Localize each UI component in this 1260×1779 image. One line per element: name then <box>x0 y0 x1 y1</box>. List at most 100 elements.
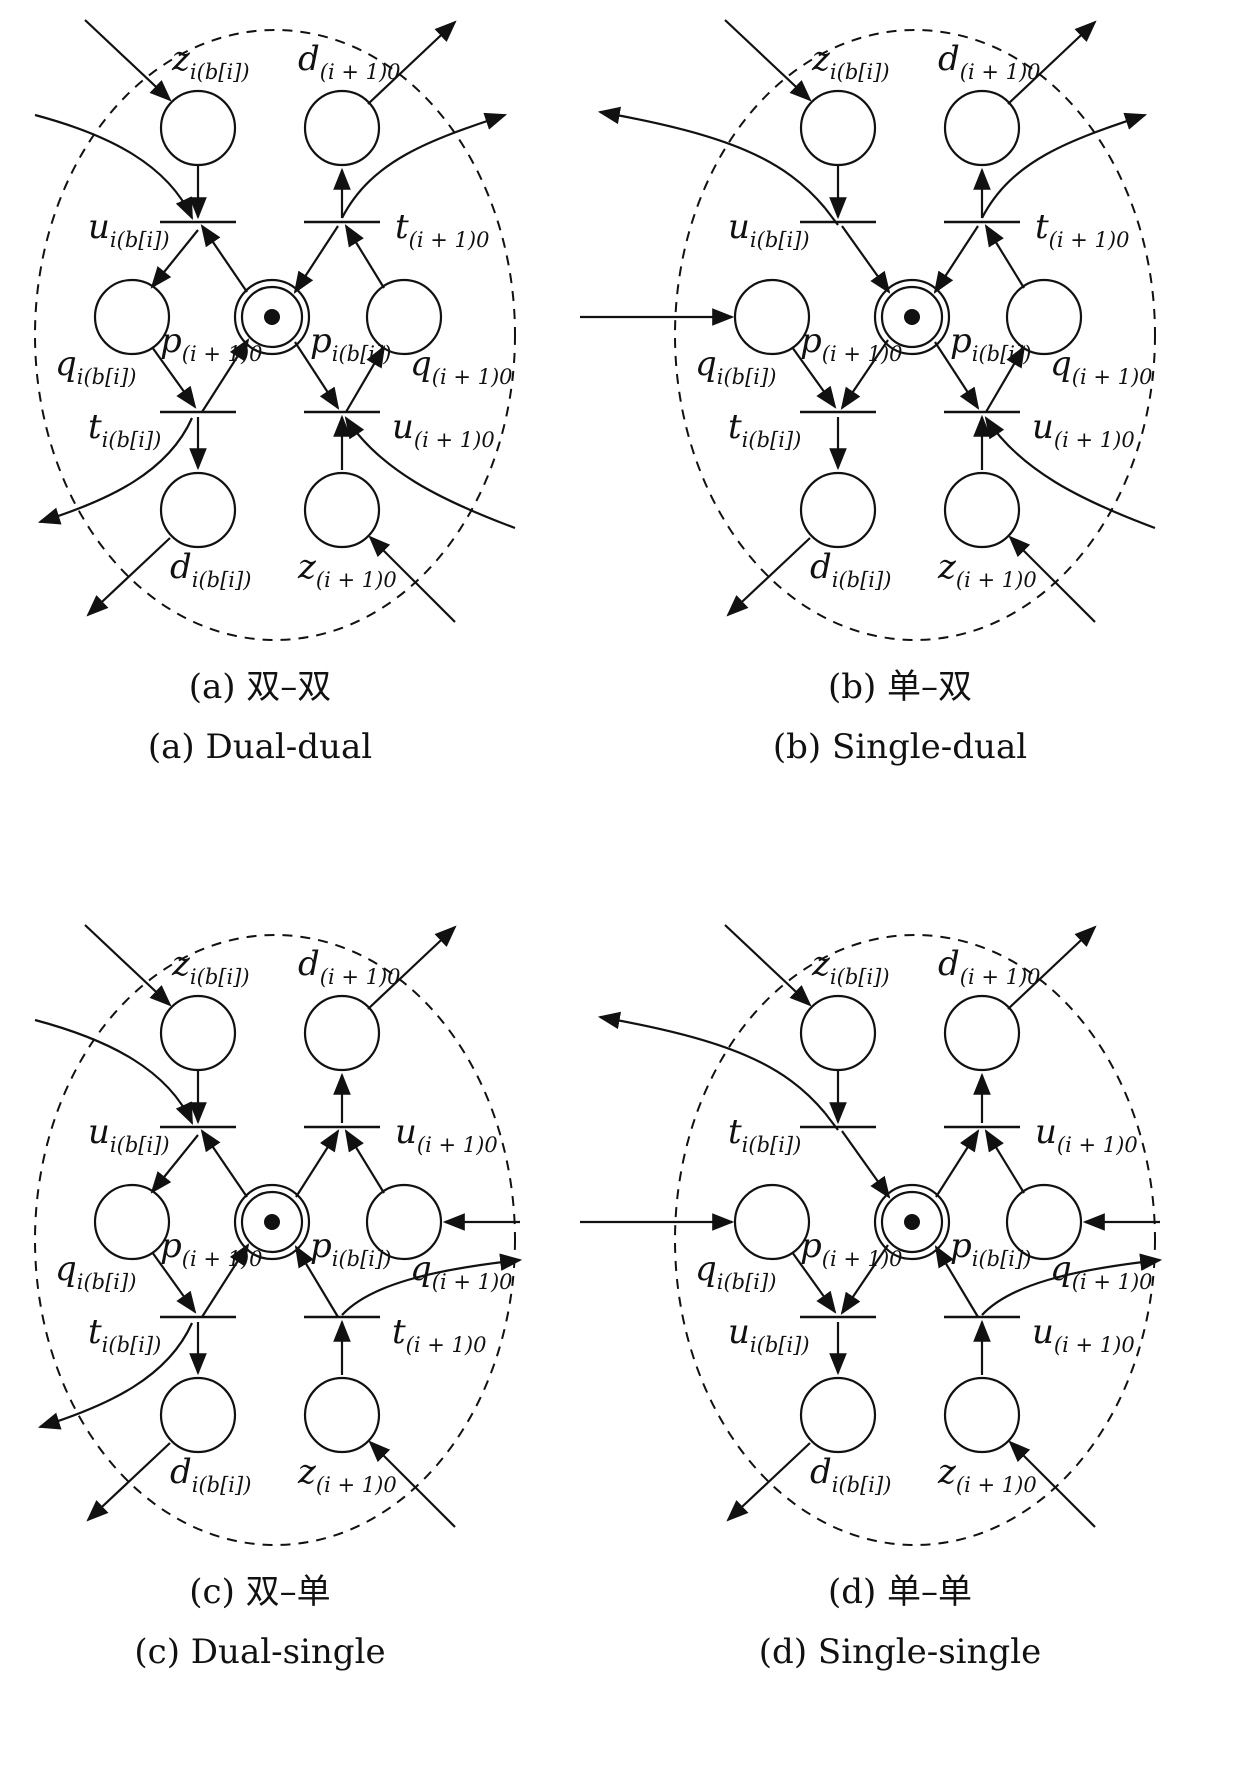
arc-external-to-top-left <box>34 1018 194 1126</box>
caption-cn: (b) 单–双 <box>828 667 972 707</box>
label-q-left: qi(b[i]) <box>55 344 136 389</box>
label-p-center: pi(b[i]) <box>310 1226 391 1271</box>
label-subscript: i(b[i]) <box>190 60 250 84</box>
label-tr-tl: ti(b[i]) <box>728 1112 801 1157</box>
panel-dual-dual: zi(b[i])d(i + 1)0ui(b[i])t(i + 1)0qi(b[i… <box>34 19 516 767</box>
label-subscript: (i + 1)0 <box>1072 1270 1153 1294</box>
place-q-right <box>1005 1183 1083 1261</box>
label-base: z <box>297 1452 317 1492</box>
arc-top-right-to-center <box>933 225 979 294</box>
label-subscript: i(b[i]) <box>830 965 890 989</box>
label-subscript: (i + 1)0 <box>417 1133 498 1157</box>
label-z-left: zi(b[i]) <box>811 944 890 989</box>
arc-top-left-exit <box>824 207 839 226</box>
place-q-left <box>733 1183 811 1261</box>
label-q-right: q(i + 1)0 <box>410 344 513 389</box>
label-subscript: (i + 1)0 <box>409 228 490 252</box>
arc-center-to-bottom-left <box>840 1244 889 1315</box>
arc-d-to-external <box>1007 925 1097 1010</box>
label-tr-tr: u(i + 1)0 <box>1035 1112 1138 1157</box>
label-base: d <box>170 1452 192 1492</box>
label-base: t <box>392 1312 406 1352</box>
label-base: p <box>800 321 822 361</box>
place-z-left <box>799 89 877 167</box>
label-base: q <box>695 1249 717 1289</box>
arc-external-to-z-bottom <box>368 535 456 623</box>
label-base: t <box>88 1312 102 1352</box>
caption-cn: (c) 双–单 <box>189 1572 330 1612</box>
label-subscript: (i + 1)0 <box>182 342 263 366</box>
label-subscript: i(b[i]) <box>832 1473 892 1497</box>
label-subscript: (i + 1)0 <box>406 1333 487 1357</box>
label-subscript: i(b[i]) <box>742 428 802 452</box>
label-base: p <box>800 1226 822 1266</box>
label-tr-tl: ui(b[i]) <box>728 207 810 252</box>
arc-bottom-right-to-external <box>981 1253 1163 1316</box>
label-subscript: i(b[i]) <box>190 965 250 989</box>
label-d-left: di(b[i]) <box>810 547 891 592</box>
label-subscript: i(b[i]) <box>717 1270 777 1294</box>
label-base: t <box>88 407 102 447</box>
arc-top-right-to-external <box>981 112 1148 219</box>
place-d-right <box>303 994 381 1072</box>
arc-q-to-top-right <box>984 224 1025 289</box>
arc-top-left-to-external <box>597 106 826 209</box>
label-base: z <box>811 39 831 79</box>
arc-external-to-z <box>84 19 172 102</box>
label-subscript: i(b[i]) <box>192 1473 252 1497</box>
arc-center-to-bottom-right <box>294 341 340 410</box>
arc-bottom-right-to-external <box>341 1253 523 1316</box>
label-subscript: (i + 1)0 <box>822 1247 903 1271</box>
label-base: q <box>410 1249 432 1289</box>
arc-bottom-left-to-center <box>201 338 250 413</box>
place-z-left <box>159 994 237 1072</box>
label-subscript: i(b[i]) <box>750 1333 810 1357</box>
label-subscript: (i + 1)0 <box>1049 228 1130 252</box>
place-d-right <box>943 994 1021 1072</box>
label-base: u <box>392 407 414 447</box>
label-p-center: pi(b[i]) <box>310 321 391 366</box>
place-z-right <box>303 1376 381 1454</box>
place-p-center-inner <box>880 1190 944 1254</box>
label-subscript: (i + 1)0 <box>182 1247 263 1271</box>
token-dot <box>264 309 280 325</box>
label-subscript: (i + 1)0 <box>1057 1133 1138 1157</box>
label-p-mid: p(i + 1)0 <box>160 1226 263 1271</box>
place-p-center <box>233 1183 311 1261</box>
label-base: d <box>810 1452 832 1492</box>
arc-q-to-bottom-left <box>151 346 197 409</box>
label-z-right: z(i + 1)0 <box>297 547 397 592</box>
arc-external-to-bottom-right <box>984 416 1156 530</box>
arc-external-to-z-bottom <box>1008 535 1096 623</box>
label-base: d <box>298 39 320 79</box>
label-base: p <box>950 321 972 361</box>
label-tr-tl: ui(b[i]) <box>88 1112 170 1157</box>
label-tr-bl: ti(b[i]) <box>88 407 161 452</box>
arc-center-to-top-right <box>935 1129 980 1198</box>
arc-top-right-to-center <box>293 225 339 294</box>
label-subscript: i(b[i]) <box>972 342 1032 366</box>
arc-bottom-right-to-q <box>985 345 1026 413</box>
arc-q-to-top-right <box>344 224 385 289</box>
place-d-left <box>159 1376 237 1454</box>
label-p-center: pi(b[i]) <box>950 1226 1031 1271</box>
label-tr-bl: ti(b[i]) <box>88 1312 161 1357</box>
arc-q-to-bottom-left <box>791 1251 837 1314</box>
arc-d-to-external-bottom <box>86 1442 171 1522</box>
label-base: z <box>297 547 317 587</box>
arc-top-left-to-center <box>841 1130 891 1199</box>
place-z-right <box>943 471 1021 549</box>
label-tr-tl: ui(b[i]) <box>88 207 170 252</box>
label-p-mid: p(i + 1)0 <box>800 1226 903 1271</box>
arc-bottom-left-to-external <box>37 1322 194 1430</box>
place-q-left <box>733 278 811 356</box>
place-d-right <box>943 89 1021 167</box>
panel-dual-single: zi(b[i])d(i + 1)0ui(b[i])u(i + 1)0qi(b[i… <box>34 924 523 1672</box>
label-base: p <box>160 321 182 361</box>
label-subscript: i(b[i]) <box>830 60 890 84</box>
label-subscript: i(b[i]) <box>102 428 162 452</box>
label-d-left: di(b[i]) <box>170 1452 251 1497</box>
arc-external-to-z <box>724 924 812 1007</box>
label-base: p <box>310 1226 332 1266</box>
label-base: u <box>1032 1312 1054 1352</box>
